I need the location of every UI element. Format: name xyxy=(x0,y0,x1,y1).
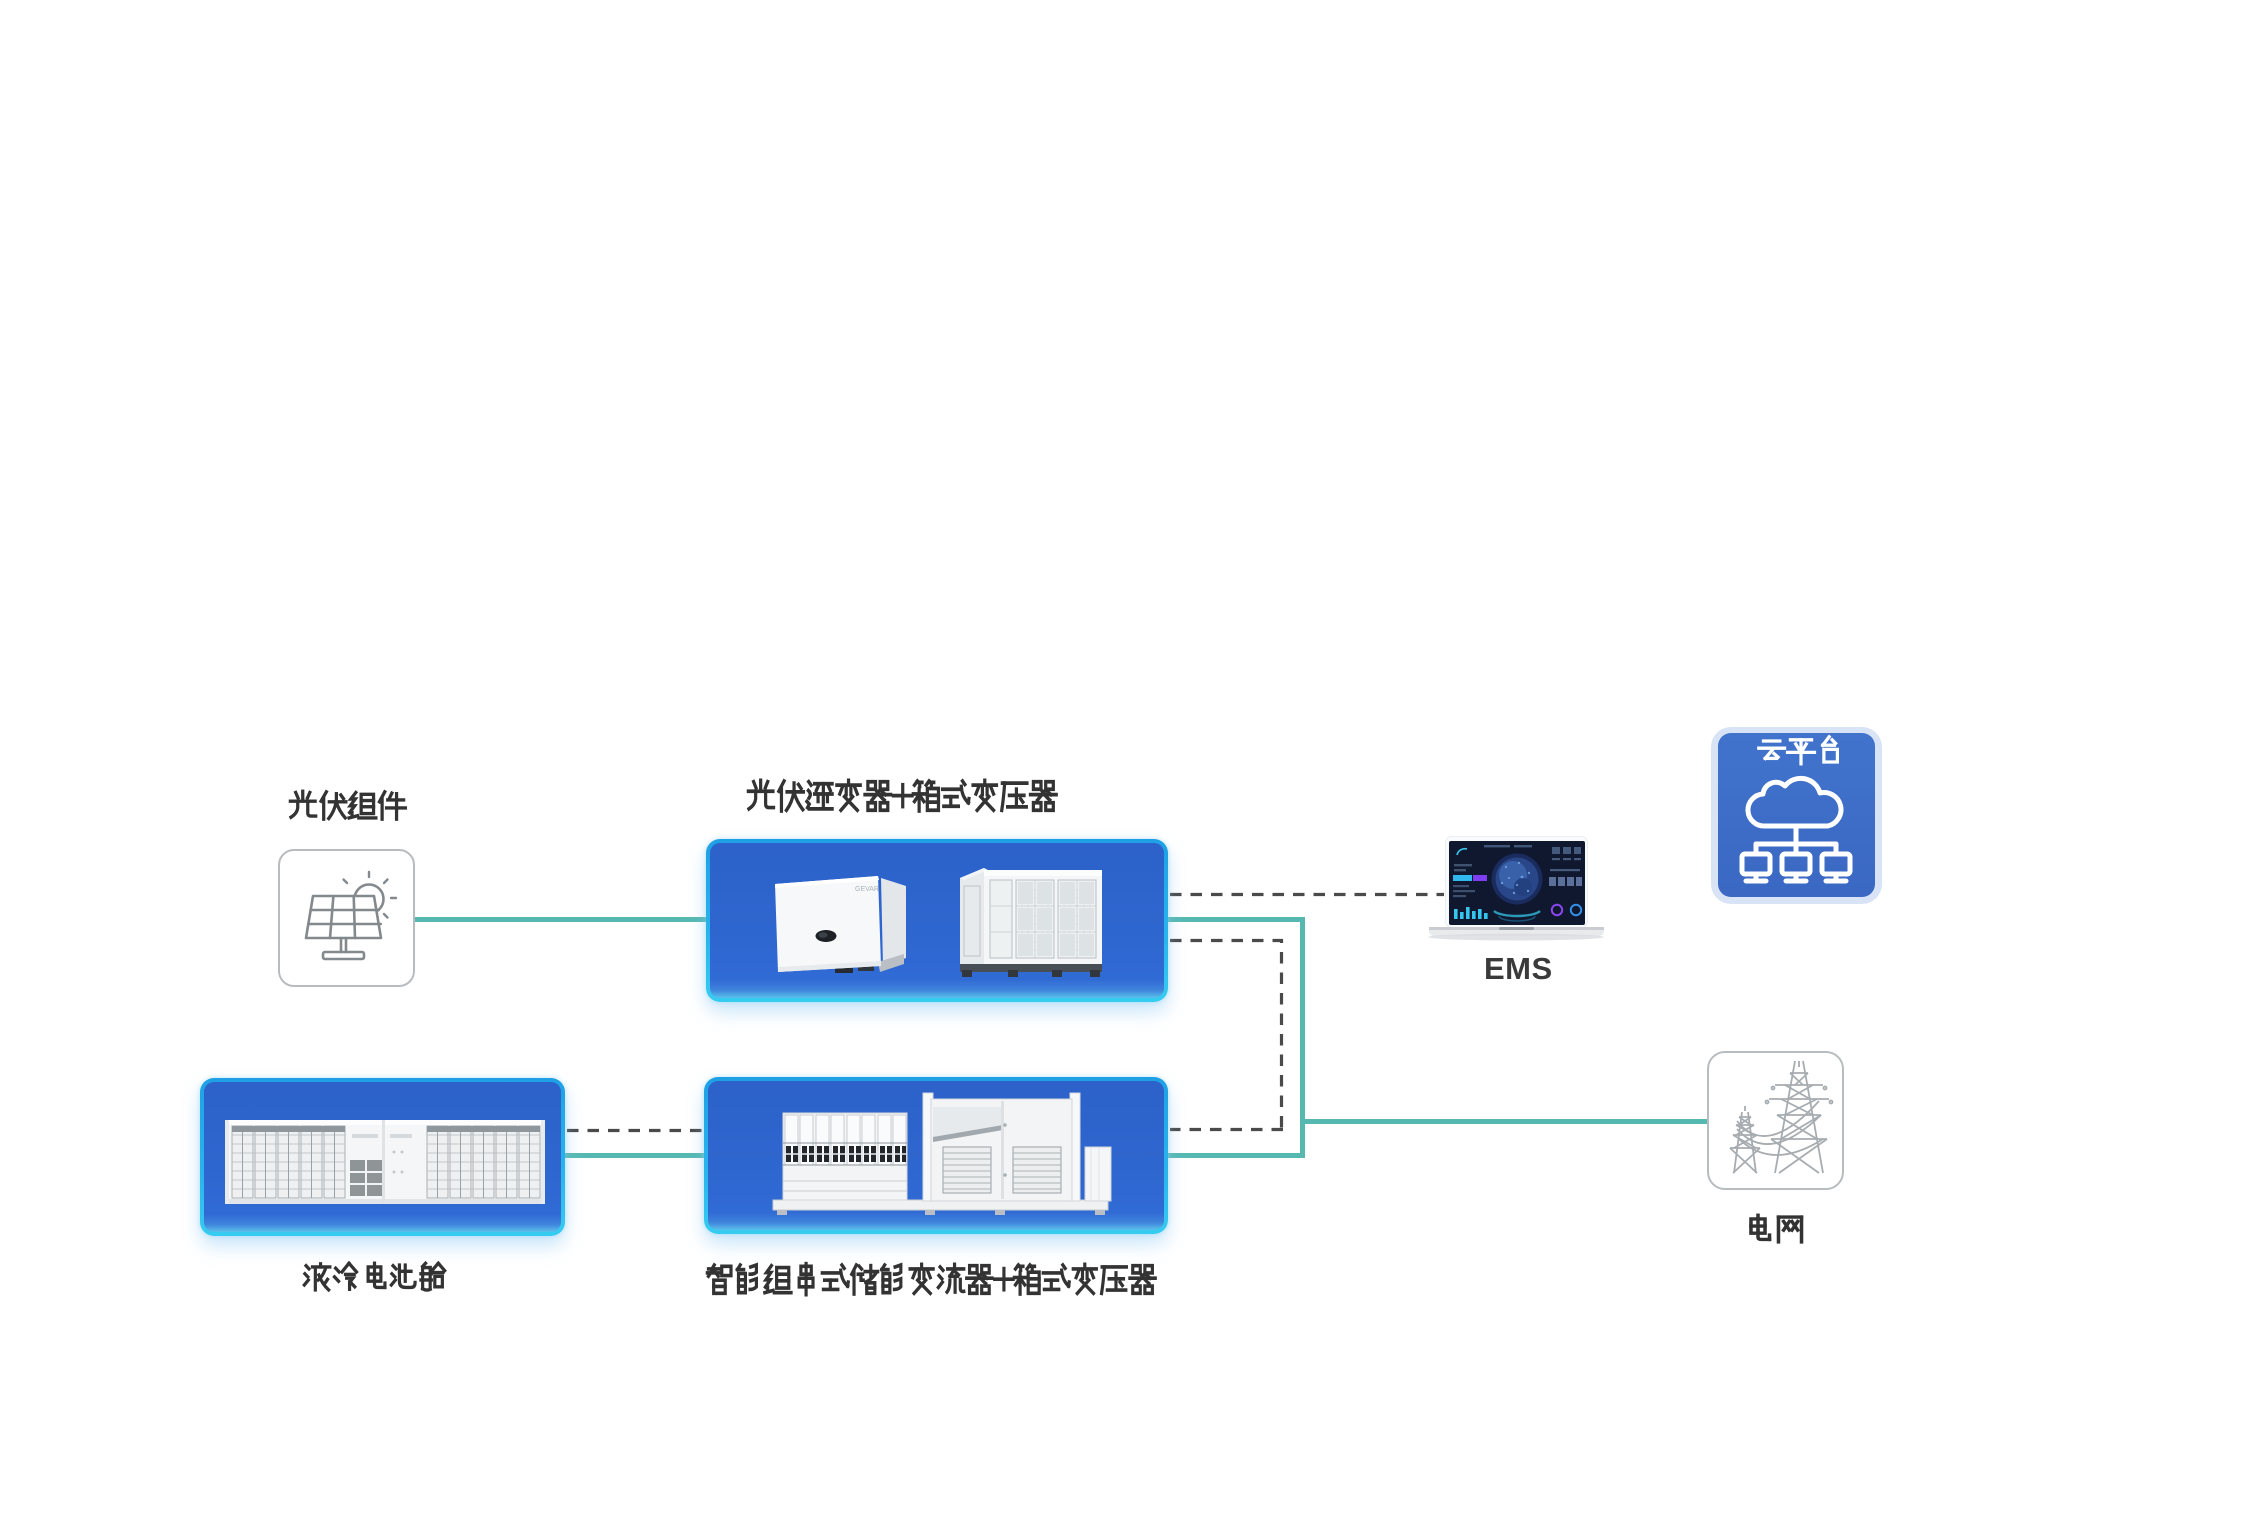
svg-text:GEVAR: GEVAR xyxy=(855,886,879,893)
